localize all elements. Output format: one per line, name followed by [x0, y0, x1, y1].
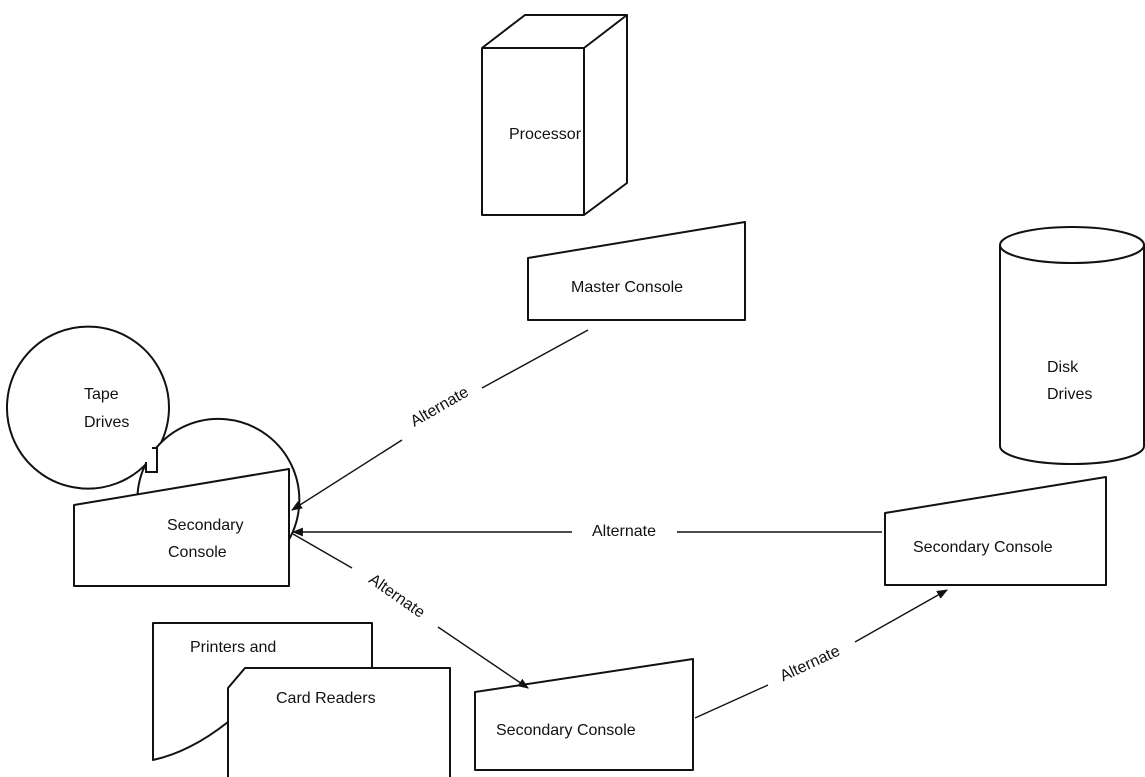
disk-drives-node: Disk Drives: [999, 226, 1145, 465]
secondary-console-right-node: Secondary Console: [884, 476, 1107, 586]
master-console-node: Master Console: [527, 221, 746, 321]
secondary-console-bottom-label: Secondary Console: [496, 722, 636, 739]
connection-bottom-to-right-label: Alternate: [777, 643, 842, 686]
secondary-console-left-label-line2: Console: [168, 544, 227, 561]
processor-label: Processor: [509, 126, 582, 143]
connection-master-to-left: Alternate: [291, 329, 589, 511]
secondary-console-left-label-line1: Secondary: [167, 517, 244, 534]
card-readers-label: Card Readers: [276, 690, 376, 707]
disk-drives-label-line1: Disk: [1047, 359, 1079, 376]
processor-node: Processor: [481, 14, 628, 216]
connection-right-to-left: Alternate: [291, 523, 882, 540]
secondary-console-right-label: Secondary Console: [913, 539, 1053, 556]
printers-label: Printers and: [190, 639, 276, 656]
secondary-console-left-node: Secondary Console: [73, 468, 290, 587]
master-console-label: Master Console: [571, 279, 683, 296]
connection-right-to-left-label: Alternate: [592, 523, 656, 540]
disk-drives-label-line2: Drives: [1047, 386, 1092, 403]
connection-bottom-to-right: Alternate: [694, 589, 948, 719]
tape-drives-label-line1: Tape: [84, 386, 119, 403]
secondary-console-bottom-node: Secondary Console: [474, 658, 694, 771]
tape-drives-label-line2: Drives: [84, 414, 129, 431]
printers-card-readers-node: Printers and Card Readers: [152, 622, 451, 777]
connection-left-to-bottom-label: Alternate: [365, 571, 427, 622]
connection-master-to-left-label: Alternate: [408, 384, 472, 431]
